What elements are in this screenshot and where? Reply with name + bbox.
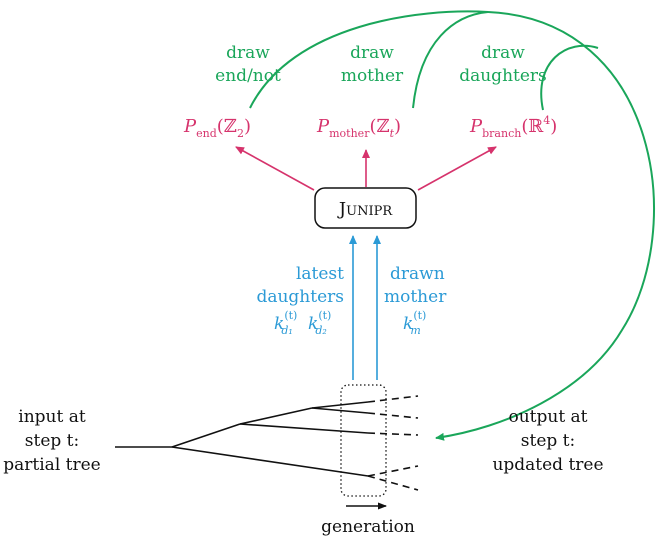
dist-mother-sub: mother xyxy=(329,127,370,140)
tree-dashed-extensions xyxy=(367,395,419,491)
dist-mother-arg: (ℤ xyxy=(369,116,389,137)
right-caption-line3: updated tree xyxy=(492,455,603,475)
draw-end-line2: end/not xyxy=(215,66,281,86)
left-caption-line3: partial tree xyxy=(3,455,100,475)
k-d2-sup: (t) xyxy=(318,309,331,322)
draw-end-label: draw end/not xyxy=(215,43,281,86)
right-caption-line1: output at xyxy=(508,407,587,427)
dist-end-p: P xyxy=(183,116,197,137)
draw-mother-line1: draw xyxy=(350,43,394,63)
dist-mother-p: P xyxy=(316,116,330,137)
dash-5 xyxy=(367,475,419,491)
daughters-line: daughters xyxy=(256,287,344,307)
dist-mother-argsub: t xyxy=(390,127,395,140)
dash-4 xyxy=(367,465,419,477)
k-d2: k xyxy=(308,314,318,334)
dash-3 xyxy=(367,432,419,436)
draw-daughters-label: draw daughters xyxy=(459,43,547,86)
junipr-box[interactable]: Junipr xyxy=(314,187,417,229)
input-arrows xyxy=(349,235,381,380)
arrow-to-branch xyxy=(417,146,497,191)
svg-text:Pmother(ℤt): Pmother(ℤt) xyxy=(316,116,401,140)
latest-line: latest xyxy=(296,264,344,284)
tree-branch-lower xyxy=(171,446,369,477)
arc-main[interactable] xyxy=(435,11,655,441)
dist-end-close: ) xyxy=(244,116,251,137)
tree-branch-a xyxy=(239,407,313,425)
arc-mother xyxy=(412,11,489,109)
draw-end-line1: draw xyxy=(226,43,270,63)
k-daughters: k(t)d₁ k(t)d₂ xyxy=(274,309,331,337)
draw-mother-line2: mother xyxy=(341,66,404,86)
dist-end-sub: end xyxy=(196,127,217,140)
right-caption-line2: step t: xyxy=(521,431,575,451)
dist-branch-arg: (ℝ xyxy=(521,116,544,137)
k-m: k xyxy=(403,314,413,334)
k-d1-sub: d₁ xyxy=(281,324,292,337)
svg-text:Pend(ℤ2): Pend(ℤ2) xyxy=(183,116,251,140)
current-step-box xyxy=(340,384,387,497)
dist-end-arg: (ℤ xyxy=(217,116,237,137)
partial-tree xyxy=(115,401,369,477)
tree-branch-c xyxy=(311,401,369,409)
draw-daughters-line1: draw xyxy=(481,43,525,63)
dash-2 xyxy=(367,412,419,419)
dist-branch-argsup: 4 xyxy=(543,114,550,127)
junipr-label: Junipr xyxy=(337,199,393,220)
left-caption-line1: input at xyxy=(18,407,86,427)
draw-daughters-line2: daughters xyxy=(459,66,547,86)
arc-daughters xyxy=(540,44,599,111)
mother-line: mother xyxy=(384,287,447,307)
k-d1-sup: (t) xyxy=(284,309,297,322)
svg-text:k(t)d₂: k(t) d₂ xyxy=(308,309,331,337)
output-arrows xyxy=(235,146,497,191)
feedback-arcs xyxy=(249,10,655,441)
k-mother: k(t) m xyxy=(403,309,426,337)
dist-mother-close: ) xyxy=(394,116,401,137)
dist-end: Pend(ℤ2) xyxy=(183,116,251,140)
latest-daughters-label: latest daughters xyxy=(256,264,344,307)
right-caption: output at step t: updated tree xyxy=(492,407,603,475)
svg-text:k(t)d₁: k(t) d₁ xyxy=(274,309,297,337)
dist-mother: Pmother(ℤt) xyxy=(316,116,401,140)
k-m-sup: (t) xyxy=(413,309,426,322)
tree-branch-d xyxy=(311,407,369,414)
drawn-line: drawn xyxy=(390,264,445,284)
dist-branch: Pbranch(ℝ4) xyxy=(469,114,557,140)
tree-branch-upper xyxy=(171,423,241,448)
dash-1 xyxy=(367,395,419,403)
left-caption-line2: step t: xyxy=(25,431,79,451)
arc-end xyxy=(249,10,489,109)
dist-end-argsub: 2 xyxy=(237,127,244,140)
k-d2-sub: d₂ xyxy=(315,324,326,337)
left-caption: input at step t: partial tree xyxy=(3,407,100,475)
k-m-sub: m xyxy=(410,324,420,337)
tree-branch-b xyxy=(239,423,369,434)
draw-mother-label: draw mother xyxy=(341,43,404,86)
dist-branch-p: P xyxy=(469,116,483,137)
svg-text:k(t)m: k(t) m xyxy=(403,309,426,337)
k-d1: k xyxy=(274,314,284,334)
arrow-to-end xyxy=(235,146,315,191)
dist-branch-close: ) xyxy=(550,116,557,137)
drawn-mother-label: drawn mother xyxy=(384,264,447,307)
generation-label: generation xyxy=(321,517,415,537)
svg-text:Pbranch(ℝ4): Pbranch(ℝ4) xyxy=(469,114,557,140)
dist-branch-sub: branch xyxy=(482,127,521,140)
